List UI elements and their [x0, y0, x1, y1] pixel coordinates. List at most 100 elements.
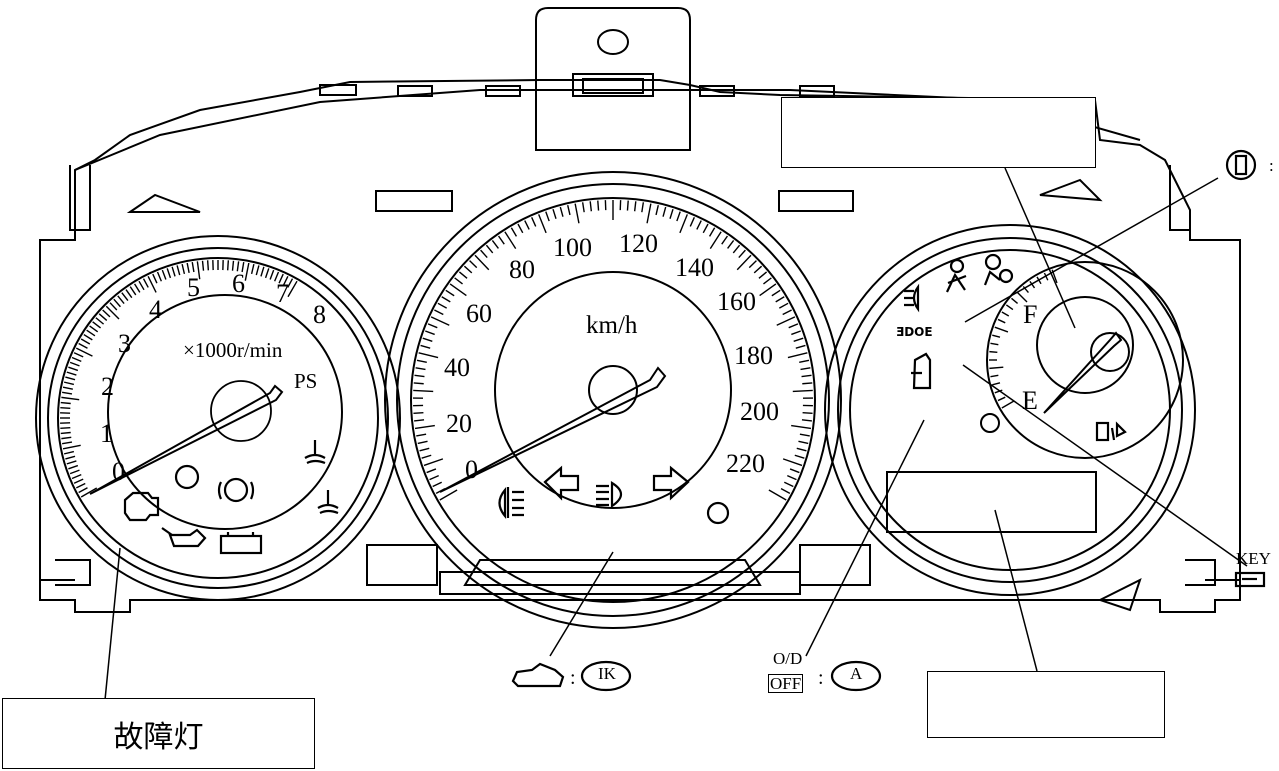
callout-box-bottom: [927, 671, 1165, 738]
tick-mark: [62, 386, 73, 390]
tach-tick-6: 6: [232, 269, 245, 298]
tick-mark: [791, 330, 801, 336]
speed-tick-160: 160: [717, 287, 756, 316]
key-label: KEY: [1236, 549, 1271, 568]
tick-mark: [559, 206, 564, 217]
tick-mark: [696, 220, 702, 230]
tick-mark: [250, 263, 255, 275]
tick-mark: [420, 344, 431, 349]
tach-tick-1: 1: [100, 419, 113, 448]
tick-mark: [65, 376, 76, 381]
tick-mark: [60, 401, 71, 405]
tick-mark: [416, 359, 427, 363]
tick-mark: [109, 302, 118, 311]
tick-mark: [60, 431, 71, 435]
tick-mark: [413, 389, 434, 393]
tick-mark: [702, 223, 709, 234]
tick-mark: [80, 487, 98, 498]
car-icon: [511, 662, 565, 688]
tick-mark: [795, 344, 806, 349]
tick-mark: [63, 450, 75, 455]
tick-mark: [990, 374, 999, 378]
tick-mark: [196, 261, 201, 280]
tick-mark: [449, 283, 467, 297]
tick-mark: [86, 329, 96, 337]
abs-icon: [174, 464, 200, 490]
seatbelt-icon: [946, 258, 967, 293]
tick-mark: [78, 342, 88, 349]
tick-mark: [231, 260, 235, 271]
tick-mark: [421, 454, 432, 459]
speed-tick-80: 80: [509, 255, 535, 284]
tick-mark: [992, 334, 1001, 338]
tick-mark: [574, 203, 580, 224]
tick-mark: [798, 440, 809, 445]
speed-tick-140: 140: [675, 253, 714, 282]
tick-mark: [736, 254, 752, 271]
tick-mark: [65, 455, 76, 460]
tick-mark: [430, 316, 450, 326]
tick-mark: [95, 317, 105, 325]
tick-mark: [102, 309, 111, 318]
fog-light-icon: [498, 486, 524, 520]
tick-mark: [597, 200, 600, 211]
tick-mark: [425, 330, 435, 336]
tick-mark: [662, 206, 667, 217]
tick-mark: [510, 227, 518, 237]
tick-mark: [125, 289, 133, 299]
tick-mark: [435, 488, 446, 494]
tick-mark: [423, 458, 444, 467]
tick-mark: [414, 424, 435, 430]
tick-mark: [792, 389, 813, 393]
tick-mark: [60, 406, 71, 410]
fuel-empty-label: E: [1022, 386, 1038, 415]
headlight-icon: [596, 481, 623, 509]
fuel-gauge-rings: [824, 178, 1196, 612]
tick-mark: [73, 478, 84, 484]
fog-light-small-icon: [904, 283, 920, 313]
speed-tick-120: 120: [619, 229, 658, 258]
tach-tick-7: 7: [276, 279, 289, 308]
airbag-icon: [983, 253, 1014, 286]
tick-mark: [538, 214, 547, 234]
tick-mark: [771, 289, 781, 297]
tick-mark: [780, 488, 791, 494]
tick-mark: [432, 481, 443, 488]
tick-mark: [156, 271, 163, 282]
tach-tick-0: 0: [112, 457, 125, 486]
tick-mark: [418, 352, 439, 359]
tick-mark: [419, 447, 430, 452]
tick-mark: [504, 231, 517, 249]
ik-symbol-text: IK: [598, 664, 616, 683]
leader-lines: [104, 167, 1248, 701]
tick-mark: [552, 208, 557, 219]
tick-mark: [176, 265, 181, 276]
tick-mark: [171, 266, 176, 277]
tick-mark: [147, 275, 157, 293]
tach-tick-2: 2: [101, 372, 114, 401]
tick-mark: [545, 211, 550, 222]
tick-mark: [1029, 280, 1036, 289]
tick-mark: [709, 231, 722, 249]
tick-mark: [191, 261, 195, 273]
tick-mark: [117, 295, 125, 305]
tick-mark: [427, 323, 438, 329]
tick-mark: [524, 220, 530, 230]
tick-mark: [445, 289, 455, 297]
tick-mark: [69, 469, 80, 475]
key-icon: [1234, 571, 1266, 588]
tick-mark: [133, 283, 141, 293]
tick-mark: [469, 260, 478, 269]
tick-mark: [434, 309, 444, 316]
tick-mark: [801, 419, 812, 422]
tick-mark: [416, 433, 427, 437]
needles: [89, 331, 1123, 495]
tick-mark: [738, 249, 746, 259]
turn-left-icon: [543, 465, 580, 501]
tick-mark: [429, 474, 439, 481]
tick-mark: [463, 265, 473, 274]
tick-mark: [71, 356, 82, 363]
tick-mark: [802, 382, 813, 385]
speed-tick-100: 100: [553, 233, 592, 262]
